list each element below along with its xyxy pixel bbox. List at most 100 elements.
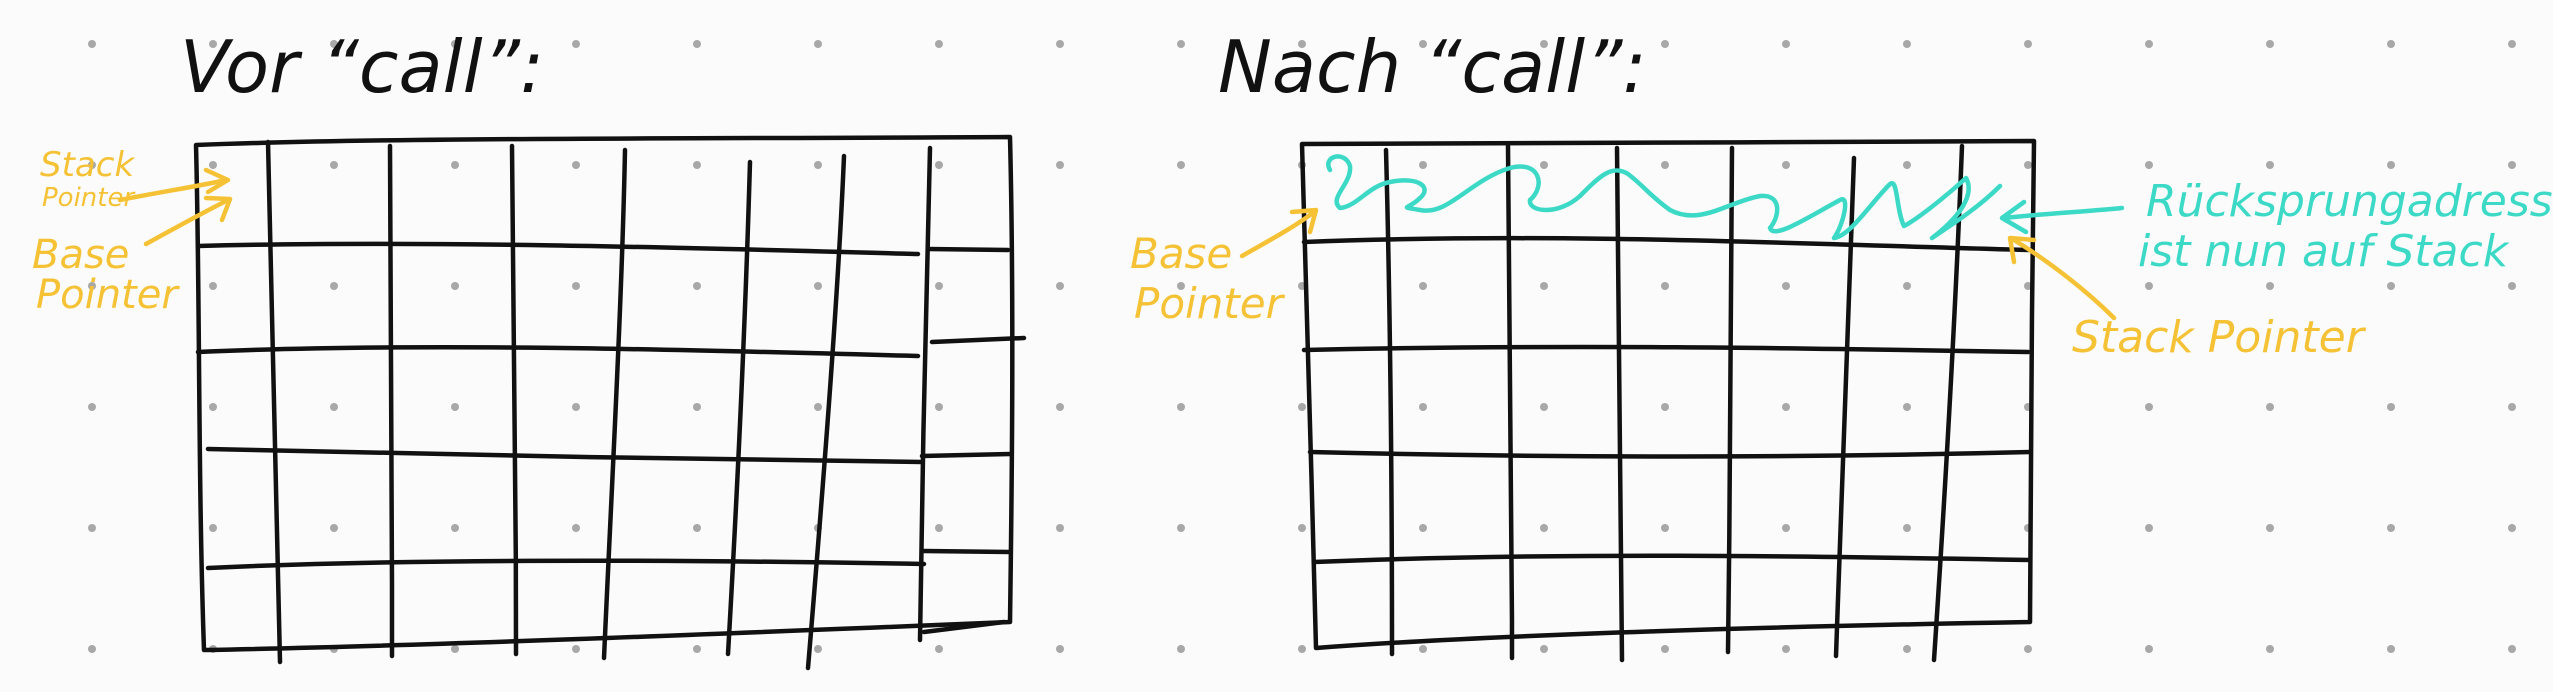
grid-dot bbox=[1782, 161, 1790, 169]
grid-dot bbox=[1540, 282, 1548, 290]
grid-dot bbox=[1298, 403, 1306, 411]
grid-dot bbox=[2508, 282, 2516, 290]
right-stack-grid bbox=[1299, 138, 2037, 663]
grid-dot bbox=[451, 40, 459, 48]
grid-dot bbox=[88, 645, 96, 653]
grid-dot bbox=[2387, 282, 2395, 290]
left-stack-pointer-arrow bbox=[117, 177, 229, 203]
left-grid-column-line bbox=[601, 147, 628, 661]
grid-dot bbox=[330, 40, 338, 48]
grid-dot bbox=[1056, 282, 1064, 290]
grid-dot bbox=[814, 40, 822, 48]
grid-dot bbox=[814, 645, 822, 653]
grid-dot bbox=[209, 282, 217, 290]
left-base-pointer-arrow bbox=[143, 197, 231, 247]
left-base-pointer-label-line1: Base bbox=[32, 232, 129, 278]
grid-dot bbox=[451, 282, 459, 290]
right-grid-frame bbox=[1299, 138, 2037, 651]
right-grid-column-line bbox=[1505, 143, 1515, 661]
grid-dot bbox=[1056, 40, 1064, 48]
grid-dot bbox=[88, 524, 96, 532]
grid-dot bbox=[1903, 40, 1911, 48]
grid-dot bbox=[2266, 403, 2274, 411]
grid-dot bbox=[1298, 645, 1306, 653]
grid-dot bbox=[693, 403, 701, 411]
grid-dot bbox=[1661, 282, 1669, 290]
grid-dot bbox=[1419, 40, 1427, 48]
right-panel: Nach “call”: Rücksprungadresse ist nun a… bbox=[1130, 25, 2553, 663]
right-grid-column-line bbox=[1725, 145, 1735, 655]
grid-dot bbox=[2508, 645, 2516, 653]
grid-dot bbox=[1056, 403, 1064, 411]
right-grid-row-line bbox=[1301, 235, 2033, 253]
grid-dot bbox=[1540, 161, 1548, 169]
left-grid-side-line bbox=[921, 619, 1007, 635]
grid-dot bbox=[1298, 40, 1306, 48]
grid-dot bbox=[1782, 403, 1790, 411]
grid-dot bbox=[2145, 40, 2153, 48]
left-grid-side-line bbox=[919, 451, 1013, 459]
grid-dot bbox=[572, 40, 580, 48]
grid-dot bbox=[2024, 161, 2032, 169]
grid-dot bbox=[2145, 403, 2153, 411]
grid-dot bbox=[814, 403, 822, 411]
grid-dot bbox=[814, 161, 822, 169]
left-grid-side-line bbox=[921, 548, 1013, 555]
grid-dot bbox=[1782, 645, 1790, 653]
left-stack-pointer-label-line1: Stack bbox=[40, 145, 135, 185]
right-grid-column-line bbox=[1383, 147, 1395, 657]
left-grid-frame bbox=[193, 134, 1015, 653]
grid-dot bbox=[1540, 645, 1548, 653]
grid-dot bbox=[2266, 40, 2274, 48]
grid-dot bbox=[1419, 645, 1427, 653]
left-stack-pointer-arrowhead bbox=[203, 167, 231, 195]
grid-dot bbox=[209, 403, 217, 411]
right-grid-column-line bbox=[1614, 145, 1625, 663]
grid-dot bbox=[1903, 161, 1911, 169]
grid-dot bbox=[935, 524, 943, 532]
grid-dot bbox=[572, 403, 580, 411]
grid-dot bbox=[88, 403, 96, 411]
grid-dot bbox=[330, 161, 338, 169]
grid-dot bbox=[1177, 524, 1185, 532]
grid-dot bbox=[935, 282, 943, 290]
left-grid-row-line bbox=[205, 558, 927, 571]
grid-dot bbox=[1782, 40, 1790, 48]
grid-dot bbox=[1903, 645, 1911, 653]
grid-dot bbox=[1782, 524, 1790, 532]
left-grid-row-line bbox=[195, 345, 921, 359]
grid-dot bbox=[2266, 645, 2274, 653]
grid-dot bbox=[1540, 40, 1548, 48]
grid-dot bbox=[451, 403, 459, 411]
grid-dot bbox=[2024, 40, 2032, 48]
grid-dot bbox=[1177, 403, 1185, 411]
right-base-pointer-arrowhead bbox=[1289, 207, 1319, 235]
grid-dot bbox=[2145, 282, 2153, 290]
grid-dot bbox=[2145, 524, 2153, 532]
grid-dot bbox=[572, 524, 580, 532]
grid-dot bbox=[1298, 524, 1306, 532]
grid-dot bbox=[209, 161, 217, 169]
left-title: Vor “call”: bbox=[180, 25, 544, 109]
left-grid-row-line bbox=[205, 446, 925, 465]
left-grid-column-line bbox=[265, 139, 283, 665]
grid-dot bbox=[935, 161, 943, 169]
grid-dot bbox=[693, 161, 701, 169]
grid-dot bbox=[1540, 524, 1548, 532]
grid-dot bbox=[1419, 161, 1427, 169]
grid-dot bbox=[1782, 282, 1790, 290]
grid-dot bbox=[2145, 645, 2153, 653]
left-grid-column-line bbox=[509, 143, 519, 657]
grid-dot bbox=[2387, 524, 2395, 532]
right-base-pointer-label-line1: Base bbox=[1130, 229, 1232, 278]
grid-dot bbox=[2024, 282, 2032, 290]
grid-dot bbox=[1903, 524, 1911, 532]
left-panel: Vor “call”: Stack Pointer bbox=[32, 25, 1027, 671]
grid-dot bbox=[451, 645, 459, 653]
grid-dot bbox=[1177, 40, 1185, 48]
right-grid-row-line bbox=[1311, 553, 2033, 565]
grid-dot bbox=[2266, 282, 2274, 290]
return-address-scribble bbox=[1326, 154, 2003, 241]
